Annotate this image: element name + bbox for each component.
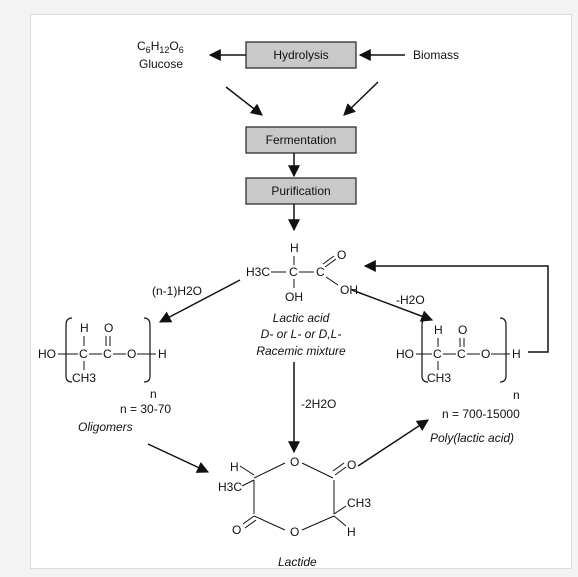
svg-text:H: H <box>80 321 89 335</box>
svg-text:O: O <box>127 347 136 361</box>
svg-text:n: n <box>513 388 520 402</box>
fermentation-box: Fermentation <box>245 126 357 154</box>
svg-text:O: O <box>337 248 346 262</box>
svg-text:H: H <box>230 460 239 474</box>
svg-text:O: O <box>290 525 299 539</box>
svg-text:O: O <box>290 455 299 469</box>
purification-box: Purification <box>245 177 357 205</box>
svg-text:H: H <box>158 347 167 361</box>
hydrolysis-label: Hydrolysis <box>273 48 328 62</box>
glucose-label: Glucose <box>139 57 183 71</box>
svg-text:C: C <box>103 347 112 361</box>
biomass-label: Biomass <box>413 48 459 62</box>
svg-text:C: C <box>289 265 298 279</box>
svg-text:H3C: H3C <box>246 265 270 279</box>
svg-text:C: C <box>79 347 88 361</box>
svg-text:H: H <box>512 347 521 361</box>
glucose-formula: C6H12O6 Glucose <box>137 39 184 71</box>
lactic-acid-caption: Lactic acid <box>273 311 330 325</box>
svg-text:HO: HO <box>396 347 414 361</box>
lactide-structure: H H3C O O O O CH3 H Lactide <box>218 455 371 569</box>
svg-text:HO: HO <box>38 347 56 361</box>
arrow-pla-to-lactic <box>363 260 549 353</box>
pla-structure: H O HO C C O H CH3 n n = 700-15000 Poly(… <box>396 317 521 445</box>
lactic-acid-structure: H H3C C C O OH OH Lactic acid D- or L- o… <box>246 241 358 358</box>
svg-text:O: O <box>104 321 113 335</box>
svg-text:OH: OH <box>340 283 358 297</box>
arrow-glucose-to-fermentation <box>225 86 263 116</box>
lactic-acid-racemic: Racemic mixture <box>256 344 346 358</box>
svg-text:O: O <box>481 347 490 361</box>
oligomer-range: n = 30-70 <box>120 402 171 416</box>
svg-text:C: C <box>457 347 466 361</box>
svg-text:H: H <box>290 241 299 255</box>
svg-text:O: O <box>347 458 356 472</box>
water-down-label: -2H2O <box>301 397 336 411</box>
svg-text:OH: OH <box>285 290 303 304</box>
oligomer-structure: H O HO C C O H CH3 n n = 30-70 Oligomers <box>38 317 171 434</box>
lactide-label: Lactide <box>278 555 317 569</box>
arrow-to-oligomers <box>158 279 241 323</box>
svg-text:C: C <box>316 265 325 279</box>
purification-label: Purification <box>271 184 330 198</box>
arrow-oligomers-to-lactide <box>147 443 210 473</box>
arrow-biomass-to-fermentation <box>343 81 379 116</box>
arrow-to-pla <box>351 289 434 322</box>
water-left-label: (n-1)H2O <box>152 284 202 298</box>
svg-text:O: O <box>458 323 467 337</box>
diagram-frame <box>30 14 572 569</box>
arrow-lactide-to-pla <box>357 419 430 467</box>
lactic-acid-isomers: D- or L- or D,L- <box>261 327 342 341</box>
svg-text:H: H <box>434 323 443 337</box>
oligomers-label: Oligomers <box>78 420 133 434</box>
fermentation-label: Fermentation <box>266 133 337 147</box>
svg-text:n: n <box>150 387 157 401</box>
svg-text:CH3: CH3 <box>427 371 451 385</box>
hydrolysis-box: Hydrolysis <box>245 41 357 69</box>
svg-text:H: H <box>347 525 356 539</box>
svg-text:CH3: CH3 <box>72 371 96 385</box>
pla-label: Poly(lactic acid) <box>430 431 514 445</box>
svg-text:C6H12O6: C6H12O6 <box>137 39 184 55</box>
svg-text:H3C: H3C <box>218 480 242 494</box>
svg-text:C: C <box>433 347 442 361</box>
pla-range: n = 700-15000 <box>442 407 520 421</box>
svg-text:CH3: CH3 <box>347 496 371 510</box>
water-right-label: -H2O <box>396 293 425 307</box>
svg-text:O: O <box>232 523 241 537</box>
